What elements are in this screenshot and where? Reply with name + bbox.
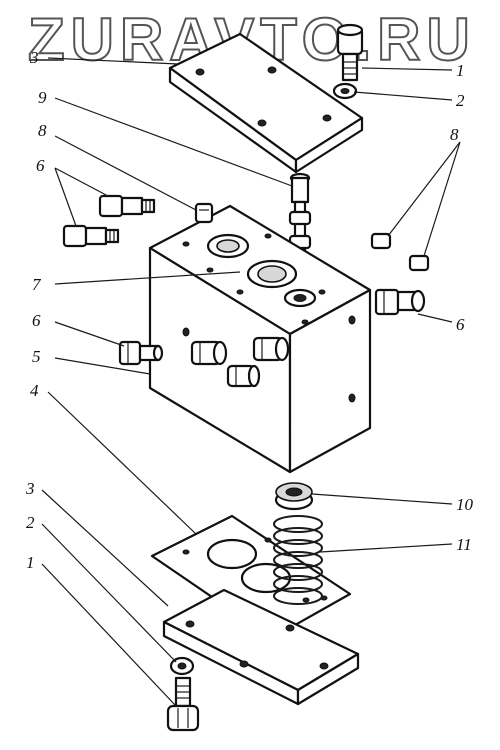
cap-right-b <box>408 254 430 272</box>
bottom-washer <box>169 656 195 676</box>
label-7: 7 <box>32 275 42 294</box>
body-fitting-a <box>190 340 228 366</box>
label-2-bottom: 2 <box>26 513 35 532</box>
cap-right-a <box>370 232 392 250</box>
fitting-right <box>374 288 426 316</box>
label-4: 4 <box>30 381 39 400</box>
valve-cap <box>274 482 314 511</box>
leader-lines <box>41 57 461 707</box>
label-11: 11 <box>456 535 472 554</box>
label-2-top: 2 <box>456 91 465 110</box>
top-washer <box>332 82 358 100</box>
label-3-top: 3 <box>29 48 39 67</box>
bottom-bolt <box>166 676 200 732</box>
top-cover-plate <box>168 32 364 174</box>
label-5: 5 <box>32 347 41 366</box>
label-10: 10 <box>456 495 474 514</box>
label-1-top: 1 <box>456 61 465 80</box>
cap-left <box>194 202 214 224</box>
label-6-topleft: 6 <box>36 156 45 175</box>
body-fitting-b <box>252 336 290 362</box>
valve-stem <box>288 172 312 284</box>
label-1-bottom: 1 <box>26 553 35 572</box>
valve-body <box>148 204 372 474</box>
fitting-left-attached <box>118 340 164 366</box>
label-8-left: 8 <box>38 121 47 140</box>
label-8-right: 8 <box>450 125 459 144</box>
bottom-cover-plate <box>162 588 360 706</box>
part-labels: 3 1 2 9 8 8 6 7 6 6 5 4 10 3 11 2 1 <box>25 48 474 572</box>
top-bolt <box>336 23 364 82</box>
label-3-bottom: 3 <box>25 479 35 498</box>
label-6-left: 6 <box>32 311 41 330</box>
fitting-topleft-b <box>62 224 120 248</box>
label-9: 9 <box>38 88 47 107</box>
spring <box>273 515 323 605</box>
label-6-right: 6 <box>456 315 465 334</box>
body-fitting-c <box>226 364 261 388</box>
fitting-topleft-a <box>98 194 156 218</box>
